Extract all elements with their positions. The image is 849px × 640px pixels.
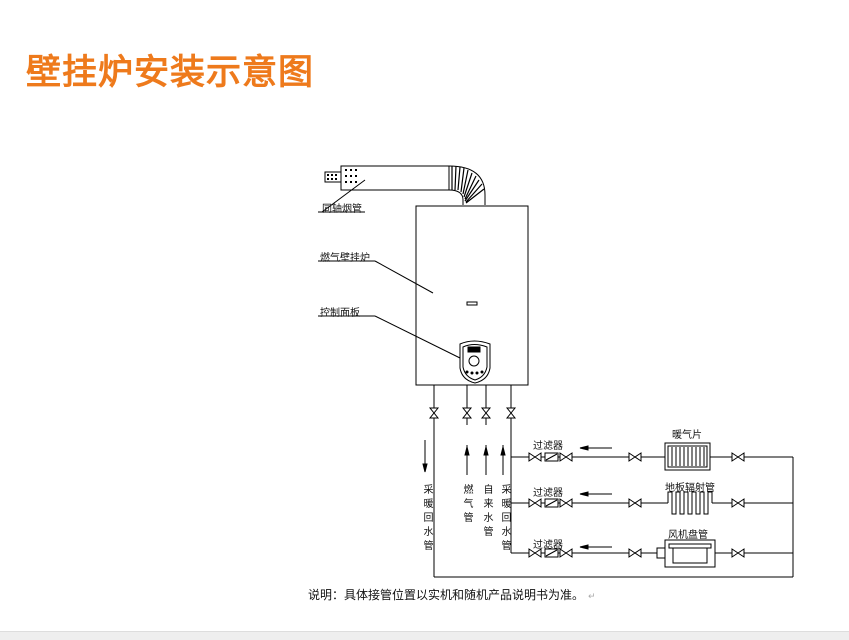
boiler-body bbox=[318, 205, 529, 386]
label-coaxial-flue: 同轴烟管 bbox=[322, 204, 362, 215]
pipes bbox=[433, 385, 794, 578]
flow-arrows-vertical bbox=[422, 440, 506, 475]
label-control-panel: 控制面板 bbox=[320, 308, 360, 319]
floor-heating-coil bbox=[667, 491, 713, 515]
fan-coil bbox=[656, 539, 716, 568]
label-heating-return-right: 采暖回水管 bbox=[499, 484, 510, 554]
label-floor-heating: 地板辐射管 bbox=[665, 483, 715, 494]
vertical-valves bbox=[428, 407, 517, 419]
label-filter-3: 过滤器 bbox=[533, 540, 563, 551]
label-tap-water-pipe: 自来水管 bbox=[481, 484, 492, 540]
page-title: 壁挂炉安装示意图 bbox=[26, 53, 315, 93]
footnote: 说明：具体接管位置以实机和随机产品说明书为准。↵ bbox=[308, 586, 596, 603]
footnote-text: 说明：具体接管位置以实机和随机产品说明书为准。 bbox=[308, 588, 585, 602]
bottom-divider bbox=[0, 631, 849, 640]
label-heating-return-left: 采暖回水管 bbox=[421, 484, 432, 554]
radiator bbox=[664, 442, 711, 471]
return-mark-icon: ↵ bbox=[588, 592, 596, 602]
label-gas-pipe: 燃气管 bbox=[461, 484, 472, 526]
label-gas-boiler: 燃气壁挂炉 bbox=[320, 253, 370, 264]
label-fan-coil: 风机盘管 bbox=[668, 530, 708, 541]
branch-valves-filters bbox=[528, 452, 745, 558]
coaxial-flue bbox=[318, 165, 486, 213]
control-panel bbox=[459, 340, 491, 384]
flow-arrows-horizontal bbox=[579, 445, 612, 550]
label-filter-1: 过滤器 bbox=[533, 441, 563, 452]
label-filter-2: 过滤器 bbox=[533, 488, 563, 499]
label-radiator: 暖气片 bbox=[672, 430, 702, 441]
